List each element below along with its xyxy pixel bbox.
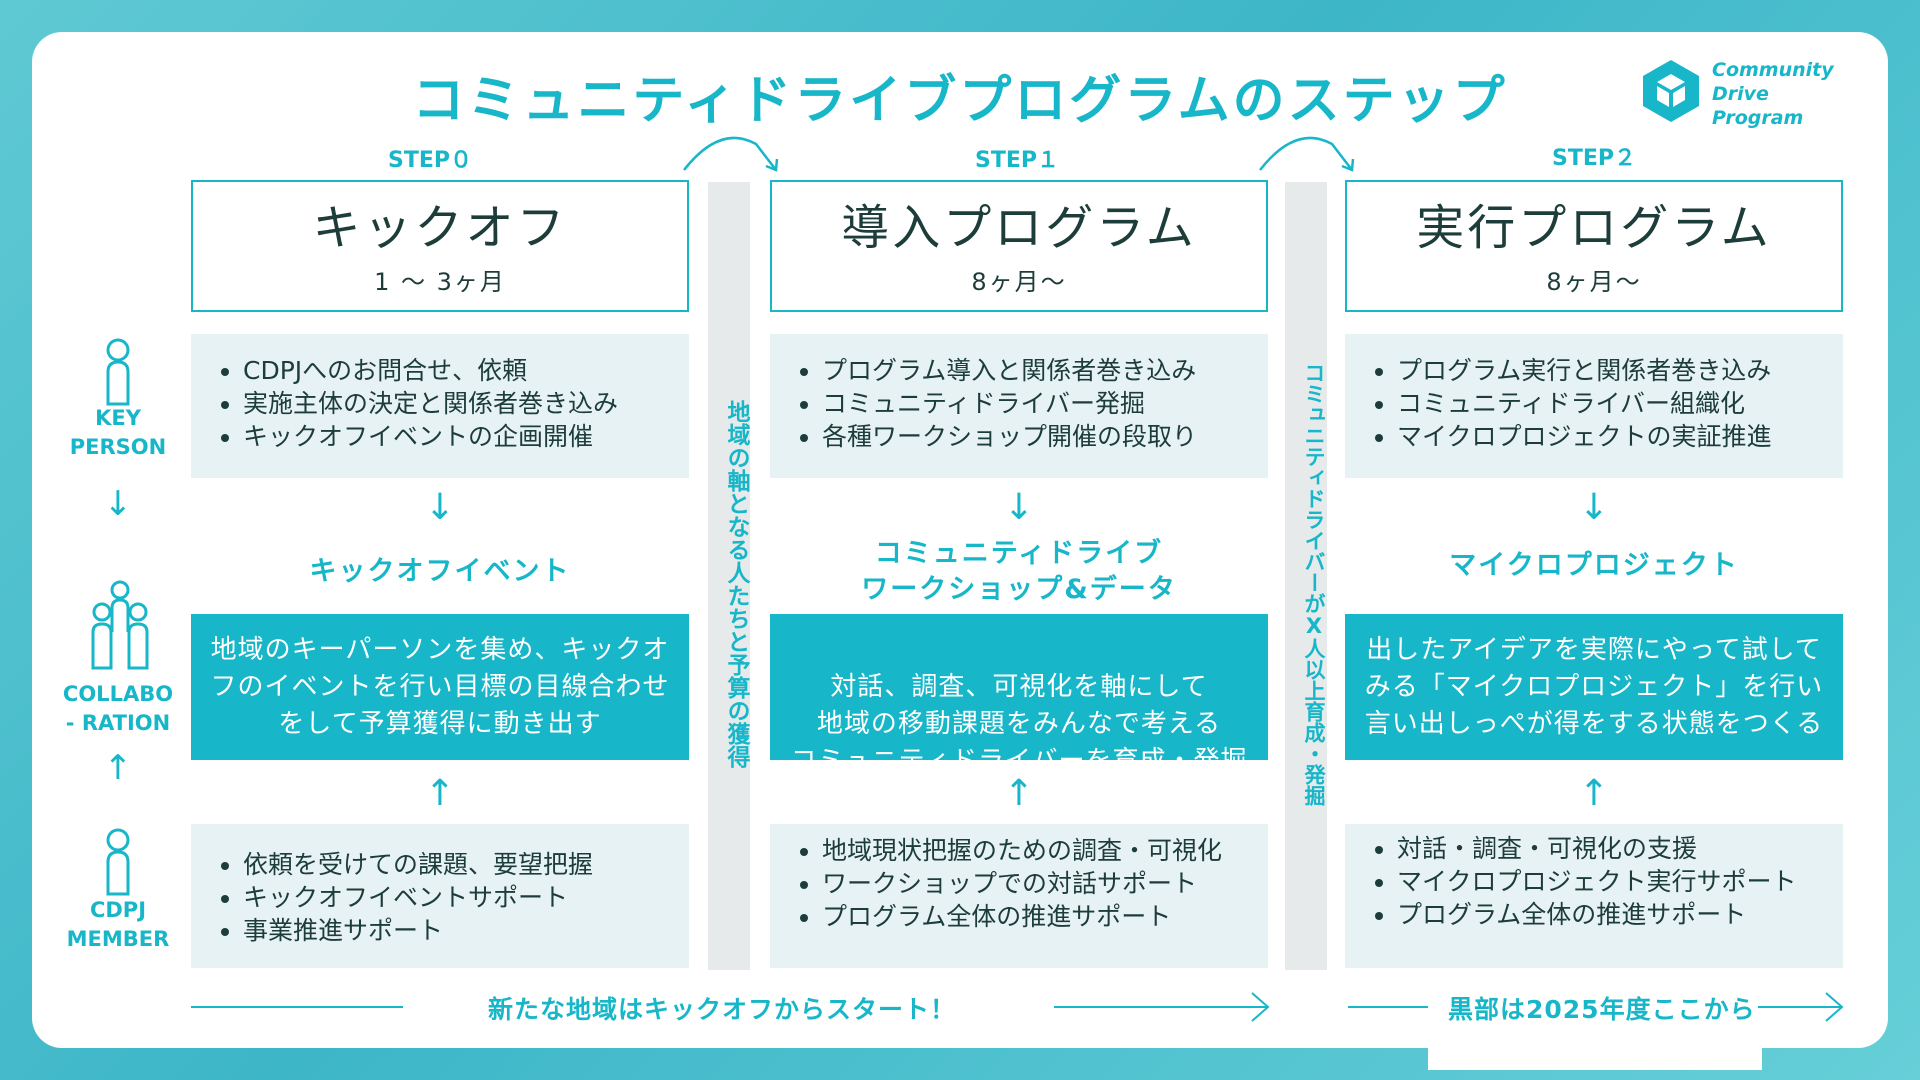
collaboration-group-icon [91, 580, 149, 670]
step-1-collab-text: 対話、調査、可視化を軸にして 地域の移動課題をみんなで考える コミュニティドライ… [790, 672, 1248, 776]
step-1-duration: 8ヶ月〜 [971, 268, 1067, 296]
key-person-icon [106, 338, 130, 406]
list-item: キックオフイベントサポート [243, 881, 667, 914]
list-item: プログラム導入と関係者巻き込み [822, 354, 1246, 387]
key-person-label: KEY PERSON [69, 406, 167, 459]
step-0-title: キックオフ [312, 200, 568, 256]
step-1-header: 導入プログラム 8ヶ月〜 [770, 180, 1268, 312]
step-1-title: 導入プログラム [841, 200, 1197, 256]
cube-logo-icon [1643, 60, 1699, 122]
step-2-collab-text: 出したアイデアを実際にやって試してみる「マイクロプロジェクト」を行い言い出しっぺ… [1364, 635, 1824, 739]
list-item: 事業推進サポート [243, 914, 667, 947]
list-item: 対話・調査・可視化の支援 [1397, 832, 1821, 865]
step-0-collab-heading: キックオフイベント [309, 556, 571, 587]
step-0-header: キックオフ 1 〜 3ヶ月 [191, 180, 689, 312]
footer-tab [1428, 1040, 1762, 1070]
down-arrow-icon: ↓ [1003, 487, 1035, 528]
logo-text: Community Drive Program [1712, 58, 1834, 130]
logo-line-2: Drive [1712, 83, 1769, 105]
list-item: マイクロプロジェクトの実証推進 [1397, 420, 1821, 453]
list-item: 各種ワークショップ開催の段取り [822, 420, 1246, 453]
page-title: コミュニティドライブプログラムのステップ [412, 71, 1508, 131]
transition-bar-2: コミュニティドライバーがX人以上育成・発掘 [1285, 182, 1327, 970]
list-item: キックオフイベントの企画開催 [243, 420, 667, 453]
step-2-header: 実行プログラム 8ヶ月〜 [1345, 180, 1843, 312]
step-0-key-box: CDPJへのお問合せ、依頼 実施主体の決定と関係者巻き込み キックオフイベントの… [191, 334, 689, 478]
step-2-collab-box: 出したアイデアを実際にやって試してみる「マイクロプロジェクト」を行い言い出しっぺ… [1345, 614, 1843, 760]
list-item: マイクロプロジェクト実行サポート [1397, 865, 1821, 898]
list-item: CDPJへのお問合せ、依頼 [243, 354, 667, 387]
down-arrow-icon: ↓ [424, 487, 456, 528]
right-arrow-icon [1054, 992, 1270, 1022]
transition-arrow-1 [683, 136, 779, 172]
up-arrow-icon: ↑ [1578, 773, 1610, 814]
list-item: 実施主体の決定と関係者巻き込み [243, 387, 667, 420]
step-0-collab-box: 地域のキーパーソンを集め、キックオフのイベントを行い目標の目線合わせをして予算獲… [191, 614, 689, 760]
list-item: ワークショップでの対話サポート [822, 867, 1246, 900]
step-0-member-box: 依頼を受けての課題、要望把握 キックオフイベントサポート 事業推進サポート [191, 824, 689, 968]
logo-line-1: Community [1712, 59, 1834, 81]
step-1-label: STEP１ [974, 148, 1059, 173]
down-arrow-icon: ↓ [103, 484, 133, 524]
step-1-collab-box: 対話、調査、可視化を軸にして 地域の移動課題をみんなで考える コミュニティドライ… [770, 614, 1268, 776]
cdpj-member-label: CDPJ MEMBER [66, 898, 170, 951]
step-2-label: STEP２ [1551, 146, 1636, 171]
list-item: コミュニティドライバー組織化 [1397, 387, 1821, 420]
list-item: 依頼を受けての課題、要望把握 [243, 848, 667, 881]
list-item: プログラム実行と関係者巻き込み [1397, 354, 1821, 387]
list-item: コミュニティドライバー発掘 [822, 387, 1246, 420]
transition-arrow-2 [1259, 136, 1355, 172]
transition-bar-1: 地域の軸となる人たちと予算の獲得 [708, 182, 750, 970]
step-0-label: STEP０ [387, 148, 472, 173]
bottom-start-text: 新たな地域はキックオフからスタート！ [488, 995, 957, 1024]
up-arrow-icon: ↑ [103, 748, 133, 788]
up-arrow-icon: ↑ [1003, 773, 1035, 814]
step-0-collab-text: 地域のキーパーソンを集め、キックオフのイベントを行い目標の目線合わせをして予算獲… [210, 635, 670, 739]
step-0-duration: 1 〜 3ヶ月 [374, 268, 506, 296]
step-1-collab-heading: コミュニティドライブ ワークショップ&データ [861, 538, 1177, 605]
list-item: プログラム全体の推進サポート [1397, 898, 1821, 931]
bottom-kurobe-text: 黒部は2025年度ここから [1448, 995, 1756, 1024]
step-2-key-box: プログラム実行と関係者巻き込み コミュニティドライバー組織化 マイクロプロジェク… [1345, 334, 1843, 478]
cdpj-member-icon [106, 828, 130, 896]
right-arrow-icon [1758, 992, 1844, 1022]
down-arrow-icon: ↓ [1578, 487, 1610, 528]
list-item: プログラム全体の推進サポート [822, 900, 1246, 933]
list-item: 地域現状把握のための調査・可視化 [822, 834, 1246, 867]
logo-line-3: Program [1712, 107, 1804, 129]
collaboration-label: COLLABO - RATION [62, 682, 174, 735]
step-1-key-box: プログラム導入と関係者巻き込み コミュニティドライバー発掘 各種ワークショップ開… [770, 334, 1268, 478]
step-2-member-box: 対話・調査・可視化の支援 マイクロプロジェクト実行サポート プログラム全体の推進… [1345, 824, 1843, 968]
bottom-line-right [1348, 1006, 1428, 1008]
step-2-duration: 8ヶ月〜 [1546, 268, 1642, 296]
step-1-member-box: 地域現状把握のための調査・可視化 ワークショップでの対話サポート プログラム全体… [770, 824, 1268, 968]
step-2-title: 実行プログラム [1416, 200, 1772, 256]
step-2-collab-heading: マイクロプロジェクト [1449, 550, 1739, 581]
up-arrow-icon: ↑ [424, 773, 456, 814]
bottom-line-left [191, 1006, 403, 1008]
